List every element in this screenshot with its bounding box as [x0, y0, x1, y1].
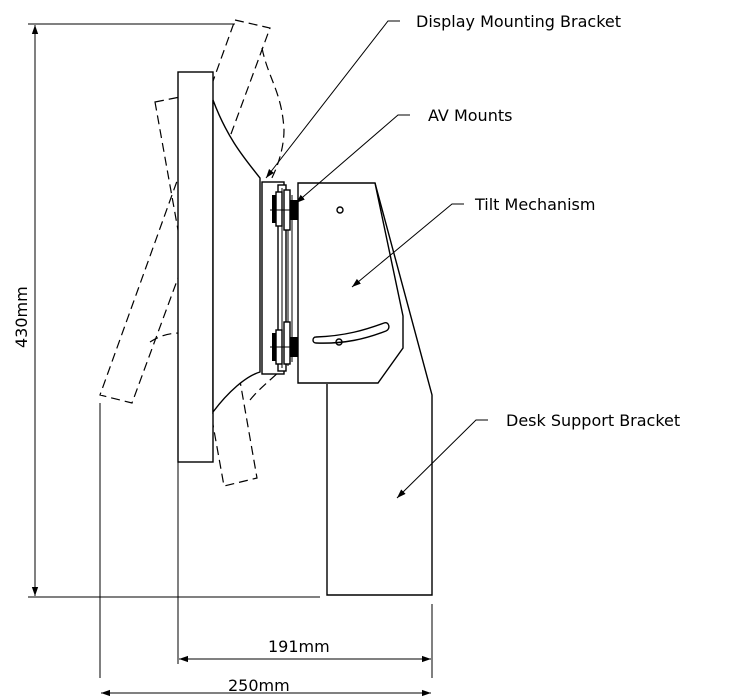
label-desk-support-bracket: Desk Support Bracket [506, 411, 680, 430]
callouts: Display Mounting Bracket AV Mounts Tilt … [265, 12, 680, 499]
tilt-slot-bolt [335, 338, 343, 346]
leader-av-mounts [295, 114, 410, 204]
leader-desk-support-bracket [396, 419, 488, 499]
leader-display-mounting-bracket [265, 20, 400, 179]
leader-tilt-mechanism [351, 203, 464, 288]
tilted-bracket-arc-lower-right [249, 359, 291, 401]
tilt-mechanism-body [297, 182, 404, 384]
dim-depth-outer-label: 250mm [228, 676, 290, 695]
label-av-mounts: AV Mounts [428, 106, 512, 125]
tilted-bracket-arc-upper [261, 47, 285, 186]
tilted-display-forward [99, 19, 271, 404]
label-display-mounting-bracket: Display Mounting Bracket [416, 12, 621, 31]
label-tilt-mechanism: Tilt Mechanism [474, 195, 595, 214]
tilt-pivot-hole [336, 206, 344, 214]
av-mount-upper [270, 189, 300, 231]
display-panel [177, 71, 214, 463]
tilt-mechanism [297, 182, 404, 384]
desk-support-bracket [326, 182, 433, 596]
tilt-slot [312, 321, 390, 344]
dim-height-label: 430mm [12, 286, 31, 348]
dim-depth-inner-label: 191mm [268, 637, 330, 656]
av-mount-lower [270, 321, 300, 365]
display-mounting-bracket-shape [212, 99, 261, 415]
dimensions: 430mm 191mm 250mm [12, 23, 433, 697]
av-mounts-assembly [261, 181, 300, 375]
